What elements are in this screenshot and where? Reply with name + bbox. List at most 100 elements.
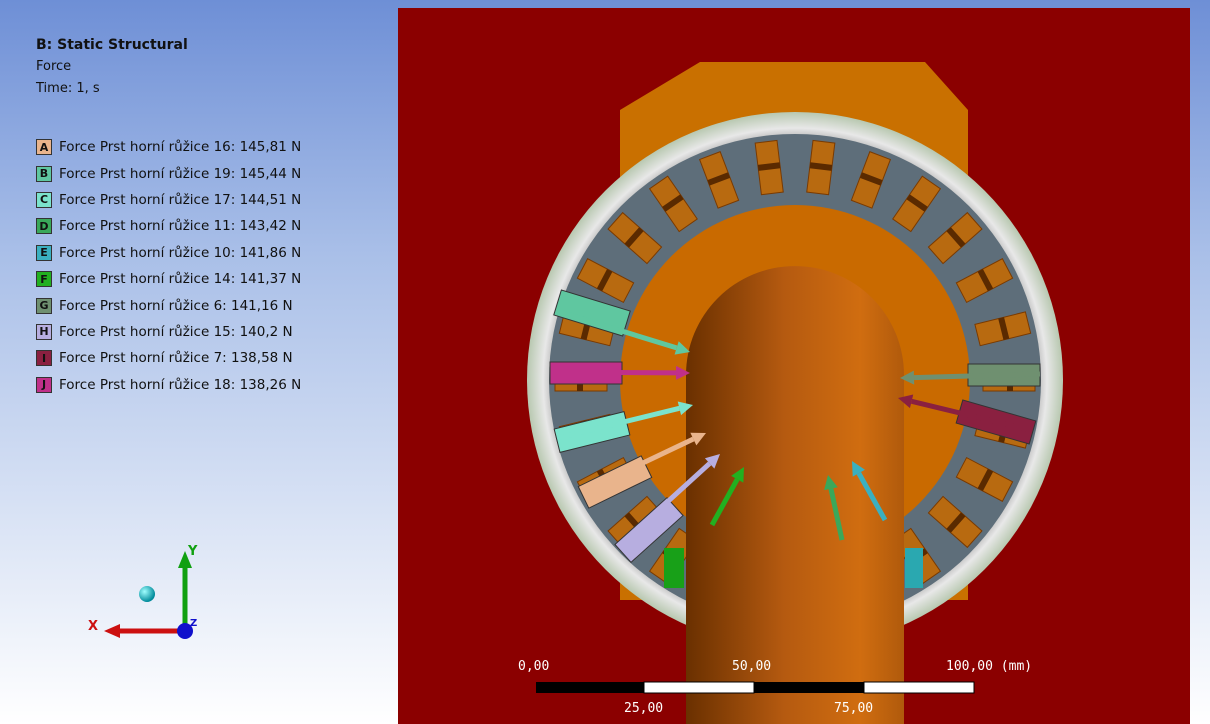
triad-z-origin — [177, 623, 193, 639]
legend-key: A — [36, 139, 52, 156]
legend-label: Force Prst horní růžice 15: 140,2 N — [59, 323, 293, 340]
legend-label: Force Prst horní růžice 11: 143,42 N — [59, 218, 302, 235]
scale-label-100: 100,00 (mm) — [946, 659, 1033, 674]
legend-key: I — [36, 350, 52, 367]
lower-teal-segment — [905, 548, 923, 588]
legend-item: E Force Prst horní růžice 10: 141,86 N — [36, 240, 301, 266]
legend-item: A Force Prst horní růžice 16: 145,81 N — [36, 134, 301, 160]
force-arrow-shaft — [618, 461, 712, 547]
legend-label: Force Prst horní růžice 6: 141,16 N — [59, 297, 293, 314]
triad-x-arrowhead — [104, 624, 120, 638]
legend-label: Force Prst horní růžice 19: 145,44 N — [59, 165, 302, 182]
force-arrow-head — [898, 394, 914, 409]
force-arrow-head — [675, 365, 690, 380]
force-arrow-shaft — [551, 369, 677, 376]
finger-notch — [662, 194, 684, 212]
analysis-title: B: Static Structural — [36, 37, 188, 53]
force-arrow-shaft — [709, 478, 740, 527]
finger-notch — [946, 512, 966, 533]
finger-notch — [977, 468, 994, 492]
legend-item: F Force Prst horní růžice 14: 141,37 N — [36, 266, 301, 292]
force-arrow-head — [731, 467, 744, 483]
force-arrow-shaft — [828, 488, 845, 541]
finger-segment — [927, 495, 983, 549]
loaded-finger — [614, 496, 684, 564]
legend-key: J — [36, 376, 52, 393]
scale-seg-1 — [536, 682, 644, 693]
time-label: Time: 1, s — [36, 81, 100, 96]
legend-label: Force Prst horní růžice 10: 141,86 N — [59, 244, 302, 261]
finger-notch — [859, 172, 883, 186]
legend-item: I Force Prst horní růžice 7: 138,58 N — [36, 345, 301, 371]
triad-iso-sphere[interactable] — [139, 586, 155, 602]
finger-segment — [754, 139, 784, 196]
force-arrow-head — [677, 401, 693, 416]
finger-segment — [698, 151, 740, 209]
force-arrow-shaft — [911, 398, 1031, 433]
force-arrow-shaft — [913, 371, 1041, 381]
legend-item: G Force Prst horní růžice 6: 141,16 N — [36, 292, 301, 318]
scale-label-50: 50,00 — [732, 659, 772, 674]
legend-label: Force Prst horní růžice 7: 138,58 N — [59, 350, 293, 367]
legend-key: B — [36, 165, 52, 182]
finger-notch — [596, 268, 613, 292]
finger-segment — [607, 211, 663, 265]
coordinate-triad[interactable] — [104, 551, 193, 639]
force-arrow-shaft — [856, 471, 888, 522]
legend-item: B Force Prst horní růžice 19: 145,44 N — [36, 160, 301, 186]
finger-segment — [955, 456, 1014, 502]
legend-item: C Force Prst horní růžice 17: 144,51 N — [36, 187, 301, 213]
finger-segment — [927, 211, 983, 265]
finger-segment — [576, 258, 635, 304]
legend-key: H — [36, 323, 52, 340]
legend-label: Force Prst horní růžice 18: 138,26 N — [59, 376, 302, 393]
force-legend: A Force Prst horní růžice 16: 145,81 N B Fo… — [36, 134, 301, 398]
finger-notch — [707, 172, 731, 186]
analysis-info: B: Static Structural Force Time: 1, s — [36, 34, 188, 100]
legend-label: Force Prst horní růžice 14: 141,37 N — [59, 271, 302, 288]
force-arrows — [549, 289, 1041, 564]
legend-label: Force Prst horní růžice 16: 145,81 N — [59, 139, 302, 156]
scale-seg-3 — [754, 682, 864, 693]
finger-segment — [955, 258, 1014, 304]
legend-key: F — [36, 271, 52, 288]
triad-y-arrowhead — [178, 551, 192, 568]
finger-segment — [648, 175, 698, 233]
triad-y-label: Y — [188, 544, 198, 559]
legend-item: J Force Prst horní růžice 18: 138,26 N — [36, 372, 301, 398]
finger-notch — [624, 227, 644, 248]
finger-segment — [806, 139, 836, 196]
scale-seg-2 — [643, 681, 755, 694]
finger-segment — [974, 311, 1032, 347]
scale-label-75: 75,00 — [834, 701, 874, 716]
finger-notch — [906, 194, 928, 212]
scale-label-25: 25,00 — [624, 701, 664, 716]
triad-z-label: Z — [190, 618, 198, 629]
force-arrow-shaft — [559, 309, 678, 351]
force-arrow-head — [704, 454, 720, 469]
force-arrow-head — [674, 341, 690, 355]
force-arrow-head — [852, 461, 865, 477]
legend-label: Force Prst horní růžice 17: 144,51 N — [59, 191, 302, 208]
finger-notch — [977, 268, 994, 292]
scale-seg-4 — [863, 681, 975, 694]
triad-x-label: X — [88, 619, 99, 634]
force-arrow-shaft — [580, 436, 695, 495]
shaft — [686, 266, 904, 724]
force-arrow-head — [900, 370, 915, 385]
force-arrow-shaft — [557, 405, 680, 441]
finger-notch — [946, 227, 966, 248]
lower-green-segment — [664, 548, 684, 588]
legend-key: D — [36, 218, 52, 235]
scale-bar — [536, 681, 975, 694]
finger-notch — [809, 162, 833, 171]
result-type: Force — [36, 59, 72, 74]
scale-label-0: 0,00 — [518, 659, 550, 674]
legend-key: C — [36, 191, 52, 208]
legend-key: E — [36, 244, 52, 261]
legend-key: G — [36, 297, 52, 314]
finger-segment — [850, 151, 892, 209]
finger-notch — [998, 317, 1010, 340]
